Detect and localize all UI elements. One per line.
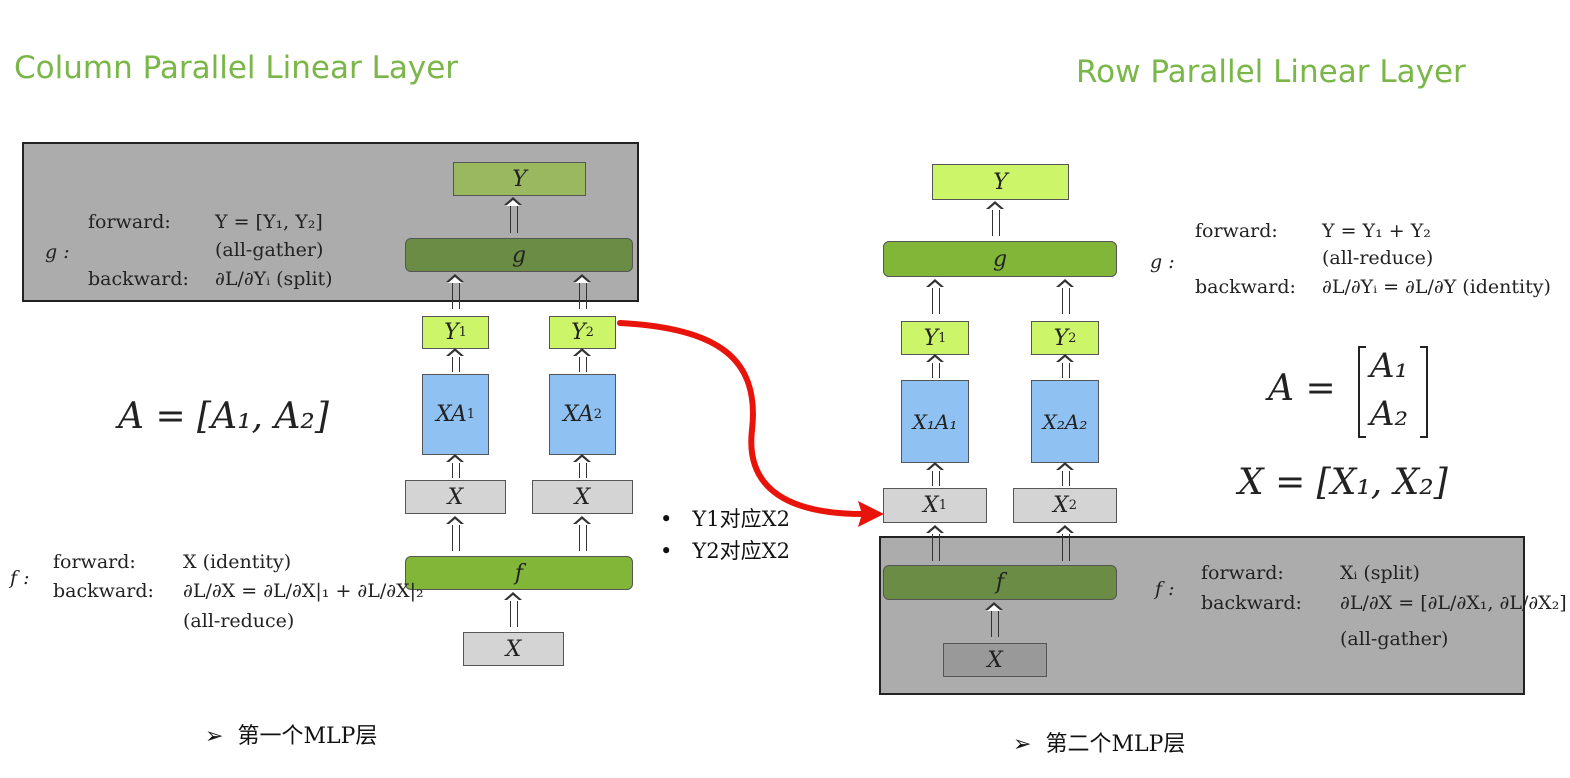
column-f-backward-label: backward:	[53, 580, 154, 602]
arrow-up-icon	[446, 454, 464, 478]
arrow-up-icon	[446, 516, 464, 551]
arrow-up-icon	[926, 525, 944, 561]
row-x2a2-box: X₂A₂	[1031, 380, 1099, 463]
row-input-x-box: X	[943, 643, 1047, 677]
column-g-backward-label: backward:	[88, 268, 189, 290]
arrow-up-icon	[926, 462, 944, 486]
arrow-up-icon	[986, 201, 1004, 236]
row-a-matrix-row2: A₂	[1370, 394, 1409, 434]
row-a-equation-lhs: A =	[1268, 368, 1336, 409]
row-g-forward-note: (all-reduce)	[1322, 247, 1434, 269]
row-g-forward-label: forward:	[1195, 220, 1278, 242]
arrow-up-icon	[573, 274, 591, 309]
column-f-forward-value: X (identity)	[183, 551, 292, 573]
arrow-up-icon	[1056, 279, 1074, 314]
note-item-2: • Y2对应X2	[660, 539, 790, 563]
column-f-op-box: f	[405, 556, 633, 590]
column-g-forward-note: (all-gather)	[215, 239, 324, 261]
arrow-up-icon	[446, 348, 464, 372]
row-output-y-box: Y	[932, 164, 1069, 200]
caption-marker-icon: ➢	[1013, 732, 1032, 757]
row-f-backward-note: (all-gather)	[1340, 628, 1449, 650]
row-parallel-title: Row Parallel Linear Layer	[1076, 54, 1466, 90]
arrow-up-icon	[926, 279, 944, 314]
row-a-matrix-row1: A₁	[1370, 346, 1409, 386]
column-f-label: f :	[10, 567, 30, 589]
arrow-up-icon	[504, 592, 522, 627]
row-a-matrix-bracket	[1358, 346, 1428, 438]
row-x-equation: X = [X₁, X₂]	[1238, 462, 1448, 503]
arrow-up-icon	[1056, 354, 1074, 378]
arrow-up-icon	[573, 454, 591, 478]
column-caption: ➢ 第一个MLP层	[205, 724, 378, 749]
row-f-forward-label: forward:	[1201, 562, 1284, 584]
row-caption: ➢ 第二个MLP层	[1013, 732, 1186, 757]
arrow-up-icon	[1056, 462, 1074, 486]
row-g-forward-value: Y = Y₁ + Y₂	[1322, 220, 1431, 242]
caption-marker-icon: ➢	[205, 724, 224, 749]
column-g-forward-label: forward:	[88, 211, 171, 233]
red-connector-path	[617, 320, 871, 518]
column-f-forward-label: forward:	[53, 551, 136, 573]
note-item-1: • Y1对应X2	[660, 507, 790, 531]
row-g-op-box: g	[883, 241, 1117, 277]
row-g-label: g :	[1150, 251, 1175, 273]
arrow-up-icon	[446, 274, 464, 309]
red-connector-arrowhead-icon	[858, 501, 884, 527]
arrow-up-icon	[504, 197, 522, 233]
arrow-up-icon	[573, 348, 591, 372]
column-output-y-box: Y	[453, 162, 586, 196]
arrow-up-icon	[573, 516, 591, 551]
column-input-x-box: X	[463, 632, 564, 666]
column-g-op-box: g	[405, 238, 633, 272]
row-f-forward-value: Xᵢ (split)	[1340, 562, 1420, 584]
row-f-backward-label: backward:	[1201, 592, 1302, 614]
column-f-backward-note: (all-reduce)	[183, 610, 295, 632]
column-g-label: g :	[45, 241, 70, 263]
row-g-backward-label: backward:	[1195, 276, 1296, 298]
arrow-up-icon	[985, 602, 1003, 637]
arrow-up-icon	[1056, 525, 1074, 561]
column-parallel-title: Column Parallel Linear Layer	[14, 50, 459, 86]
column-g-backward-value: ∂L/∂Yᵢ (split)	[215, 268, 333, 290]
row-f-label: f :	[1155, 578, 1175, 600]
row-g-backward-value: ∂L/∂Yᵢ = ∂L/∂Y (identity)	[1322, 276, 1551, 298]
row-f-backward-value: ∂L/∂X = [∂L/∂X₁, ∂L/∂X₂]	[1340, 592, 1567, 614]
column-g-forward-value: Y = [Y₁, Y₂]	[215, 211, 323, 233]
row-x1a1-box: X₁A₁	[901, 380, 969, 463]
arrow-up-icon	[926, 354, 944, 378]
column-a-equation: A = [A₁, A₂]	[118, 396, 329, 437]
column-f-backward-value: ∂L/∂X = ∂L/∂X|₁ + ∂L/∂X|₂	[183, 580, 424, 602]
column-x-right-box: X	[532, 480, 633, 514]
column-x-left-box: X	[405, 480, 506, 514]
row-f-op-box: f	[883, 565, 1117, 600]
